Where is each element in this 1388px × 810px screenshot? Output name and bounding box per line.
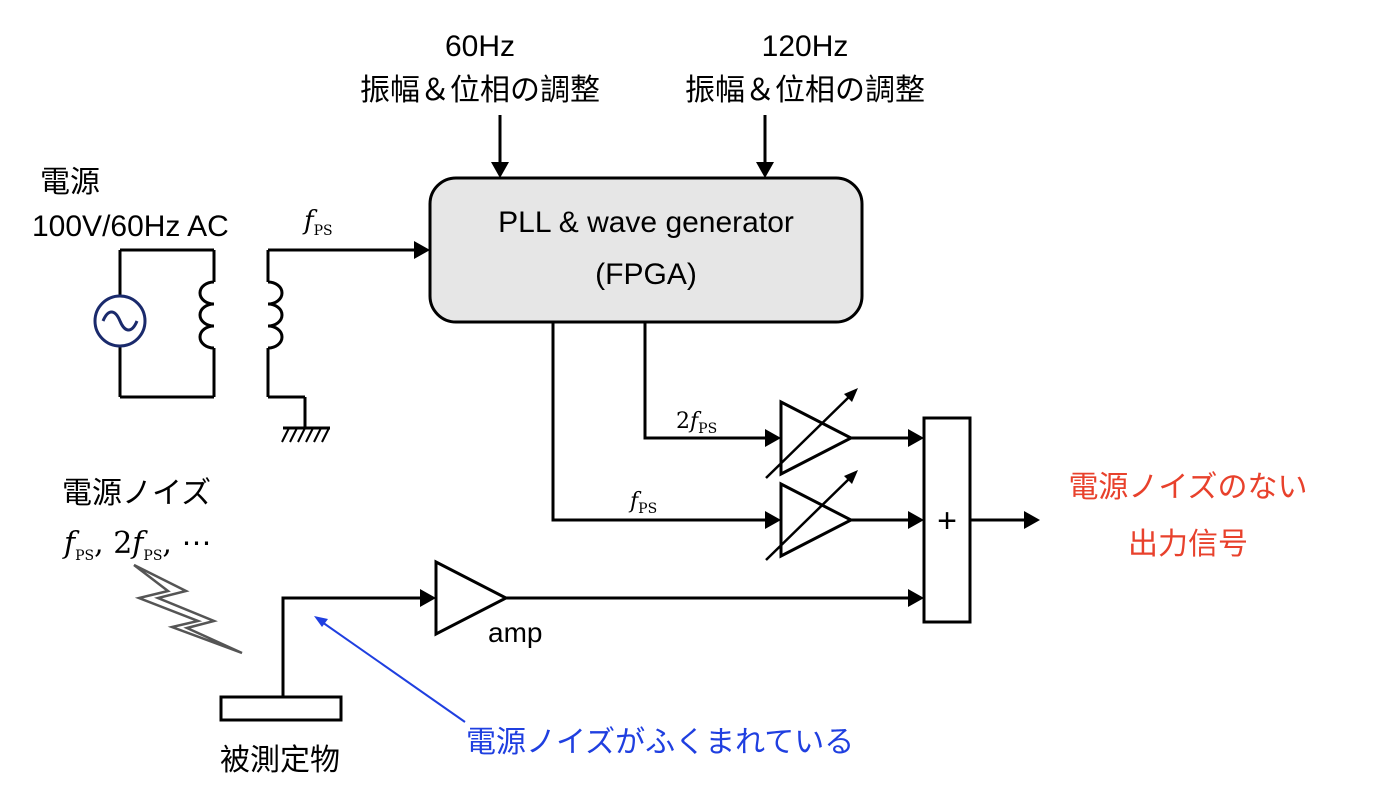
fps-wire (551, 322, 770, 522)
noise-title: 電源ノイズ (62, 477, 211, 510)
primary-coil-icon (198, 280, 215, 350)
secondary-coil-icon (267, 280, 284, 350)
ground-icon (281, 426, 330, 443)
dut-block (219, 695, 343, 722)
2fps-arrowhead (765, 429, 781, 447)
dut-label: 被測定物 (220, 744, 340, 777)
noise-lightning-icon (133, 563, 243, 655)
fps-input-arrowhead (414, 241, 430, 259)
output-label-line1: 電源ノイズのない (1068, 471, 1307, 504)
annotation-arrowhead (314, 616, 328, 627)
annotation-pointer (321, 621, 466, 723)
fps-arrowhead (765, 511, 781, 529)
amp1-to-sum-arrowhead (908, 429, 924, 447)
freq-120-label: 120Hz (762, 30, 849, 63)
power-title: 電源 (40, 166, 100, 199)
amp2-to-sum-arrowhead (908, 511, 924, 529)
fpga-block (428, 176, 864, 324)
adjust-60-label: 振幅＆位相の調整 (360, 74, 600, 107)
freq-60-label: 60Hz (445, 30, 515, 63)
adjust-120-arrowhead (756, 162, 774, 178)
amp-to-sum-arrowhead (908, 589, 924, 607)
amp-label: amp (488, 617, 542, 648)
main-amp-icon (434, 559, 510, 637)
dut-signal-wire (281, 596, 425, 697)
summer-block (922, 416, 972, 624)
adjust-60-arrowhead (491, 162, 509, 178)
annotation-text: 電源ノイズがふくまれている (466, 726, 854, 759)
sum-symbol: + (937, 502, 957, 540)
fps-label: fPS (628, 489, 657, 517)
dut-signal-arrowhead (420, 589, 436, 607)
variable-amp-2fps-icon (765, 388, 858, 479)
fps-input-label: fPS (302, 206, 333, 239)
output-label-line2: 出力信号 (1128, 528, 1248, 561)
adjust-120-label: 振幅＆位相の調整 (685, 74, 925, 107)
2fps-wire (643, 322, 770, 440)
output-arrowhead (1024, 511, 1040, 529)
variable-amp-fps-icon (765, 470, 858, 561)
fpga-subtitle: (FPGA) (595, 258, 697, 291)
sine-wave-icon (101, 310, 139, 332)
fpga-title: PLL & wave generator (498, 206, 794, 239)
noise-frequencies: fPS, 2fPS, ⋯ (62, 526, 212, 564)
2fps-label: 2fPS (676, 409, 717, 437)
power-spec: 100V/60Hz AC (32, 210, 229, 243)
